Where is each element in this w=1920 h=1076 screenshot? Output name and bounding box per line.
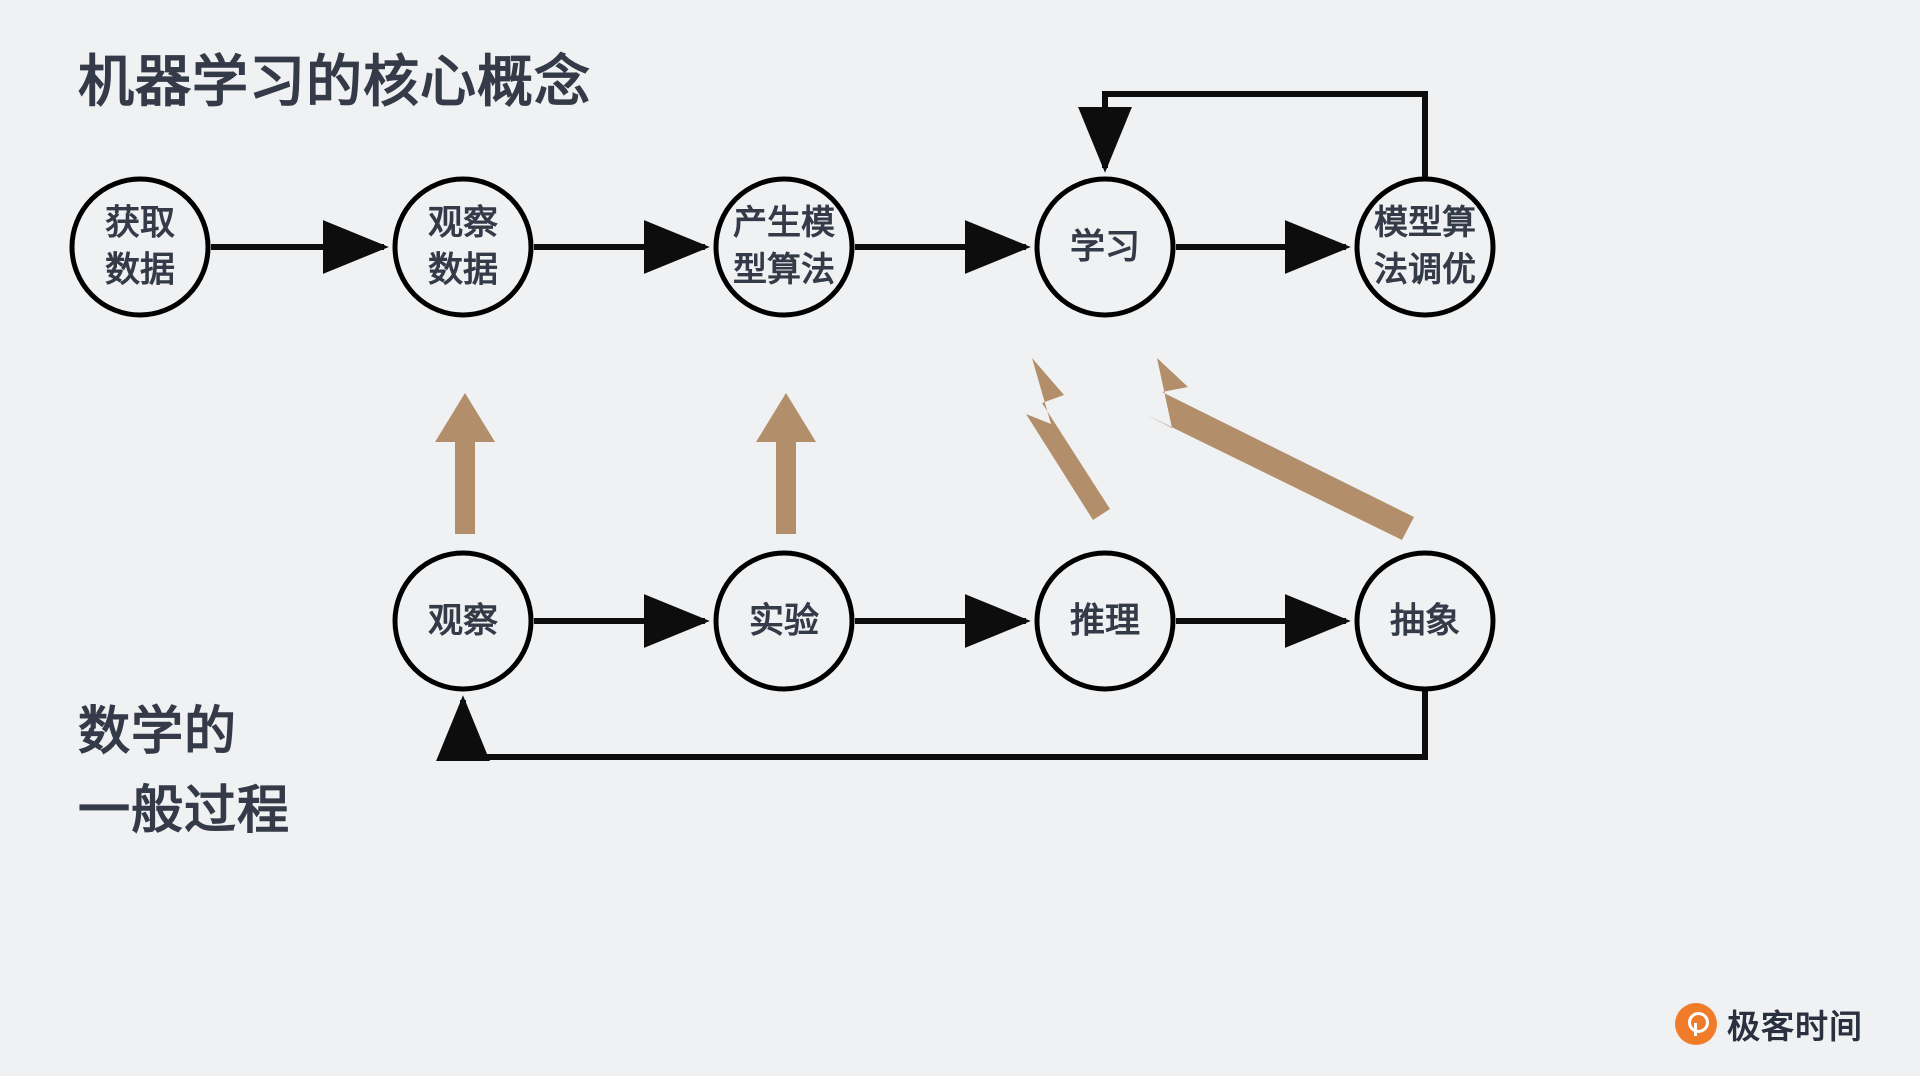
- top-row-nodes: 获取 数据 观察 数据 产生模 型算法 学习 模型算 法调优: [69, 176, 1496, 318]
- node-observe-data[interactable]: 观察 数据: [392, 176, 534, 318]
- node-label-line-2: 数据: [428, 250, 498, 289]
- node-reasoning[interactable]: 推理: [1034, 550, 1176, 692]
- node-circle: [69, 176, 211, 318]
- node-label-line-1: 实验: [749, 601, 819, 640]
- top-row-edges: [211, 91, 1428, 274]
- node-circle: [392, 550, 534, 692]
- node-circle: [1354, 550, 1496, 692]
- node-learning[interactable]: 学习: [1034, 176, 1176, 318]
- node-abstraction[interactable]: 抽象: [1354, 550, 1496, 692]
- mapping-arrow-experiment-to-generate-model: [756, 393, 816, 534]
- edge-abstraction-to-observe-feedback: [436, 690, 1428, 762]
- bottom-row-edges: [436, 594, 1428, 762]
- edge-tuning-to-learning-feedback: [1078, 91, 1428, 179]
- node-circle: [1034, 176, 1176, 318]
- mapping-arrow-abstraction-to-generate-model: [1147, 358, 1414, 540]
- node-circle: [1354, 176, 1496, 318]
- node-label-line-1: 推理: [1070, 601, 1140, 640]
- node-experiment[interactable]: 实验: [713, 550, 855, 692]
- process-label: 数学的 一般过程: [78, 703, 291, 841]
- geektime-logo-text: 极客时间: [1727, 1008, 1863, 1045]
- mapping-arrow-observe-to-observe-data: [435, 393, 495, 534]
- node-acquire-data[interactable]: 获取 数据: [69, 176, 211, 318]
- node-generate-model[interactable]: 产生模 型算法: [713, 176, 855, 318]
- node-circle: [713, 176, 855, 318]
- node-label-line-1: 学习: [1070, 226, 1140, 266]
- node-circle: [392, 176, 534, 318]
- node-circle: [1034, 550, 1176, 692]
- node-label-line-1: 观察: [428, 601, 498, 640]
- node-observe[interactable]: 观察: [392, 550, 534, 692]
- page-title: 机器学习的核心概念: [78, 50, 591, 113]
- node-label-line-1: 产生模: [733, 204, 835, 242]
- node-model-tuning[interactable]: 模型算 法调优: [1354, 176, 1496, 318]
- node-label-line-1: 观察: [428, 203, 498, 242]
- node-label-line-1: 获取: [105, 203, 175, 242]
- node-label-line-2: 数据: [105, 250, 175, 289]
- node-label-line-1: 模型算: [1374, 204, 1476, 242]
- geektime-logo-icon: [1675, 1003, 1717, 1045]
- node-circle: [713, 550, 855, 692]
- node-label-line-1: 抽象: [1390, 601, 1460, 640]
- mapping-arrows: [435, 358, 1414, 540]
- node-label-line-2: 法调优: [1374, 251, 1476, 289]
- mapping-arrow-reasoning-to-generate-model: [1026, 358, 1110, 520]
- node-label-line-2: 型算法: [733, 251, 835, 289]
- geektime-logo: 极客时间: [1675, 1000, 1863, 1048]
- bottom-row-nodes: 观察 实验 推理 抽象: [392, 550, 1496, 692]
